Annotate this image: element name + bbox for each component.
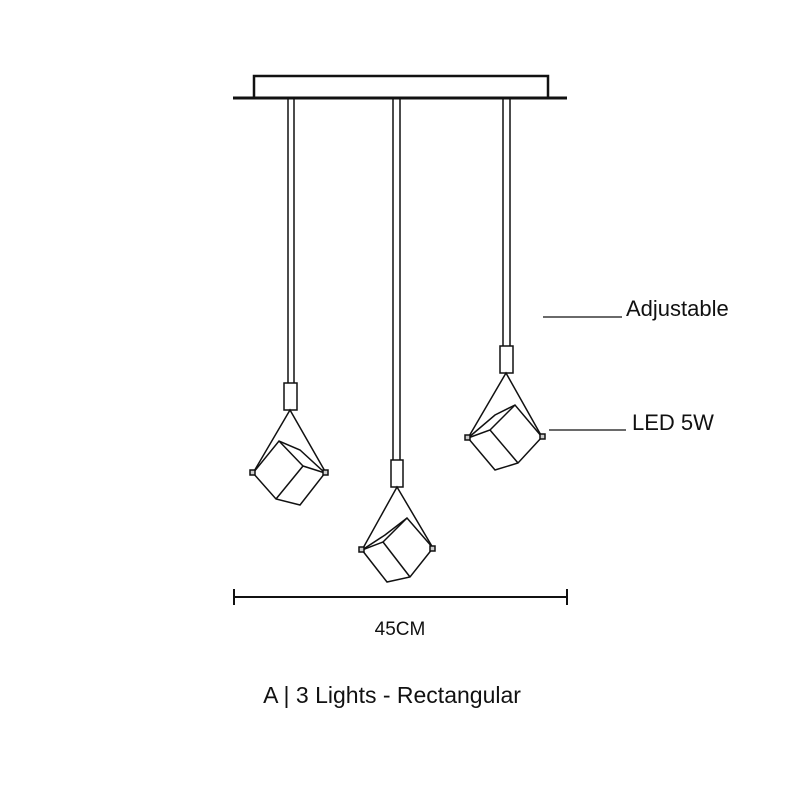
led-power-label: LED 5W	[632, 410, 714, 435]
pendant-center	[358, 99, 436, 583]
pendant-right	[464, 99, 546, 471]
width-dimension-line	[233, 589, 568, 605]
ceiling-canopy	[233, 74, 567, 100]
pendant-left	[249, 99, 329, 506]
width-dimension-label: 45CM	[374, 619, 426, 640]
product-variant-title: A | 3 Lights - Rectangular	[263, 682, 521, 708]
adjustable-label: Adjustable	[626, 296, 729, 321]
